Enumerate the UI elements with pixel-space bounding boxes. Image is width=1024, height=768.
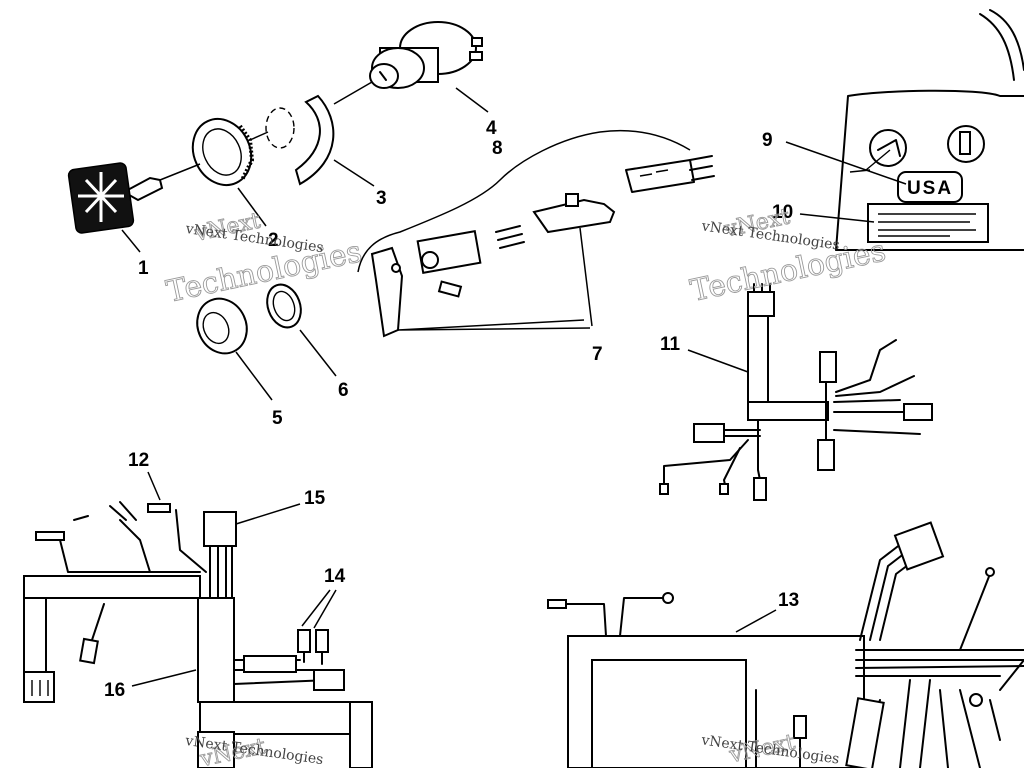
wire-harness-part-13 <box>547 521 1024 768</box>
watermark-right: vNext Technologies <box>687 204 889 309</box>
washer-part-6 <box>266 283 302 329</box>
callout-6: 6 <box>338 380 349 401</box>
callout-3: 3 <box>376 188 387 209</box>
callout-10: 10 <box>772 202 793 223</box>
watermark-left: vNext Technologies <box>163 208 365 310</box>
lever-assembly-part-7 <box>370 155 715 338</box>
callout-12: 12 <box>128 450 149 471</box>
wire-harness-part-11 <box>659 283 933 501</box>
ring-part-5 <box>196 297 248 355</box>
ring-nut-part-2 <box>191 117 255 187</box>
callout-1: 1 <box>138 258 149 279</box>
callout-8: 8 <box>492 138 503 159</box>
callout-15: 15 <box>304 488 326 509</box>
usa-label: USA <box>907 178 953 199</box>
callout-5: 5 <box>272 408 283 429</box>
callout-16: 16 <box>104 680 125 701</box>
key-part-1 <box>67 162 164 234</box>
callout-11: 11 <box>660 334 681 355</box>
callout-13: 13 <box>778 590 799 611</box>
spacer-part-3 <box>265 94 335 186</box>
callout-2: 2 <box>268 230 279 251</box>
callout-14: 14 <box>324 566 346 587</box>
callout-9: 9 <box>762 130 773 151</box>
wire-harness-part-16 <box>23 501 373 768</box>
callout-7: 7 <box>592 344 603 365</box>
dash-panel-parts-9-10: USA <box>835 9 1024 251</box>
callout-4: 4 <box>486 118 497 139</box>
ignition-switch-part-4 <box>369 21 483 89</box>
